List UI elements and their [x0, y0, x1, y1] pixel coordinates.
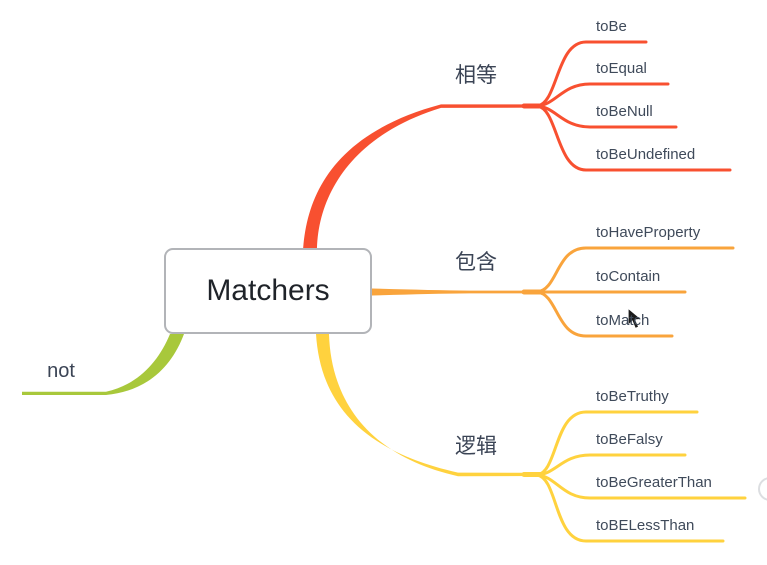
child-line-toHaveProperty [535, 246, 735, 294]
node-toBe[interactable]: toBe [596, 18, 627, 35]
child-line-toBeTruthy [535, 410, 699, 477]
node-toBeFalsy[interactable]: toBeFalsy [596, 431, 663, 448]
child-line-toBe [535, 40, 648, 108]
child-line-toBeFalsy [535, 453, 687, 477]
branch-line-equality [303, 104, 537, 253]
node-toHaveProperty[interactable]: toHaveProperty [596, 224, 701, 241]
branch-line-contain [372, 288, 537, 296]
node-toEqual[interactable]: toEqual [596, 60, 647, 77]
branch-label-equality[interactable]: 相等 [455, 64, 497, 87]
child-line-toMatch [535, 290, 674, 338]
child-line-toBeUndefined [535, 104, 732, 172]
node-toBeUndefined[interactable]: toBeUndefined [596, 146, 696, 163]
mouse-cursor-icon [627, 306, 644, 330]
node-toBeTruthy[interactable]: toBeTruthy [596, 388, 669, 405]
node-toBeNull[interactable]: toBeNull [596, 103, 653, 120]
node-toBeGreaterThan[interactable]: toBeGreaterThan [596, 474, 712, 491]
node-toBELessThan[interactable]: toBELessThan [596, 517, 695, 534]
root-node-matchers[interactable]: Matchers [164, 248, 372, 334]
collapsed-node-indicator[interactable] [758, 477, 767, 501]
branch-label-contain[interactable]: 包含 [455, 251, 497, 274]
node-toMatch[interactable]: toMatch [596, 312, 650, 329]
child-line-toEqual [535, 82, 670, 108]
branch-label-not[interactable]: not [47, 360, 75, 382]
branch-line-not [22, 334, 184, 395]
node-toContain[interactable]: toContain [596, 268, 661, 285]
child-line-toBELessThan [535, 473, 725, 543]
branch-label-logic[interactable]: 逻辑 [455, 435, 497, 458]
